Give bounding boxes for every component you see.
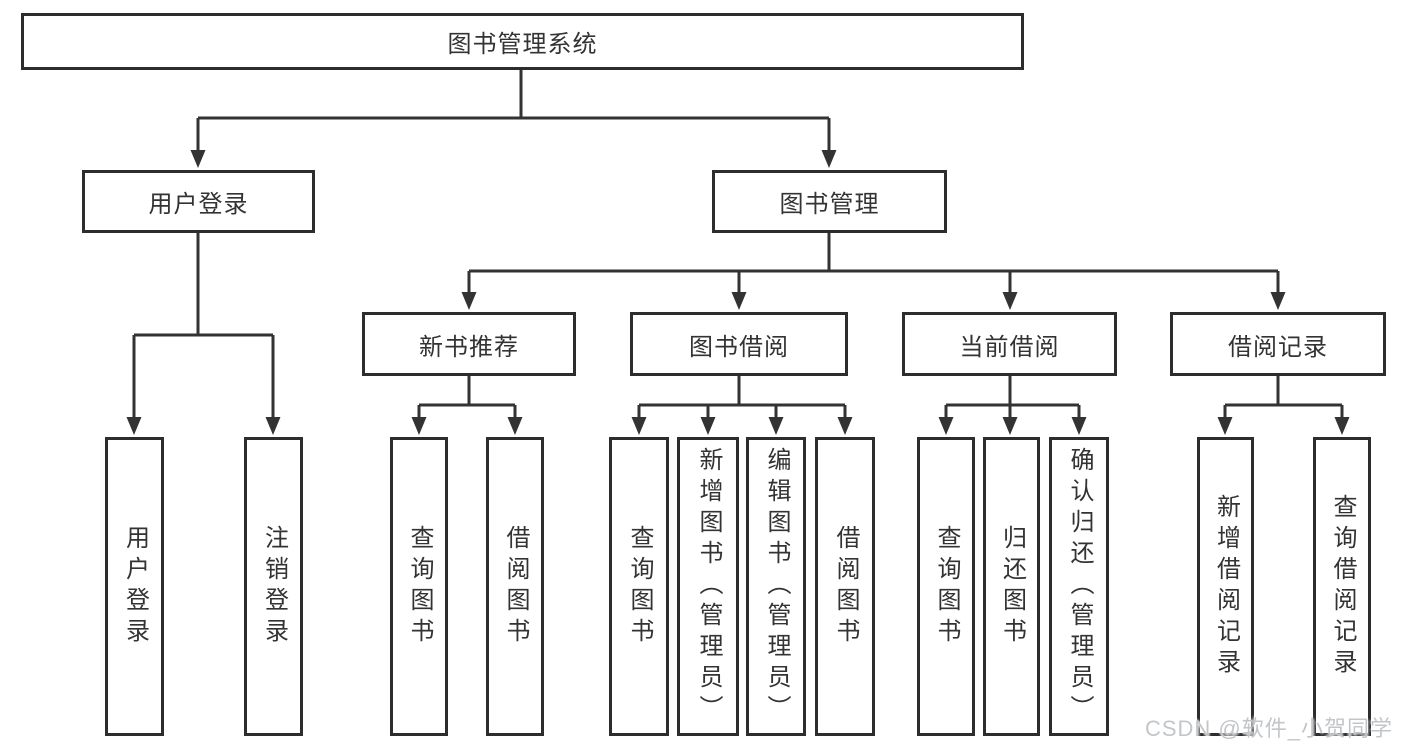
node-root-label: 图书管理系统	[447, 31, 598, 58]
node-book-borrow: 图书借阅	[630, 312, 848, 376]
leaf-query-borrow-record: 查询借阅记录	[1313, 437, 1371, 736]
leaf-return-book-label: 归还图书	[998, 524, 1026, 649]
leaf-query-books-2-label: 查询图书	[626, 524, 653, 649]
node-book-management: 图书管理	[712, 170, 947, 233]
node-new-book-recommend-label: 新书推荐	[419, 333, 519, 361]
leaf-borrow-books-2-label: 借阅图书	[832, 524, 859, 649]
leaf-confirm-return-admin: 确认归还（管理员）	[1049, 437, 1109, 736]
leaf-user-login-label: 用户登录	[121, 524, 149, 649]
leaf-add-book-admin-label: 新增图书（管理员）	[695, 447, 722, 726]
leaf-add-borrow-record-label: 新增借阅记录	[1212, 493, 1240, 680]
leaf-query-borrow-record-label: 查询借阅记录	[1329, 493, 1356, 680]
leaf-logout: 注销登录	[244, 437, 303, 736]
node-book-borrow-label: 图书借阅	[689, 333, 789, 361]
leaf-query-books-1: 查询图书	[390, 437, 448, 736]
node-user-login-label: 用户登录	[148, 191, 249, 218]
leaf-query-books-3-label: 查询图书	[933, 524, 960, 649]
leaf-return-book: 归还图书	[983, 437, 1040, 736]
leaf-add-book-admin: 新增图书（管理员）	[677, 437, 739, 736]
node-new-book-recommend: 新书推荐	[362, 312, 576, 376]
leaf-user-login: 用户登录	[105, 437, 164, 736]
leaf-borrow-books-1-label: 借阅图书	[502, 524, 529, 649]
node-root-library-system: 图书管理系统	[21, 13, 1024, 70]
leaf-borrow-books-2: 借阅图书	[815, 437, 875, 736]
node-user-login: 用户登录	[82, 170, 315, 233]
leaf-add-borrow-record: 新增借阅记录	[1197, 437, 1254, 736]
csdn-watermark: CSDN @软件_小贺同学	[1144, 716, 1393, 741]
node-current-borrow: 当前借阅	[902, 312, 1117, 376]
leaf-edit-book-admin: 编辑图书（管理员）	[746, 437, 806, 736]
leaf-confirm-return-admin-label: 确认归还（管理员）	[1066, 447, 1093, 726]
leaf-logout-label: 注销登录	[260, 524, 288, 649]
leaf-query-books-2: 查询图书	[609, 437, 669, 736]
leaf-query-books-1-label: 查询图书	[406, 524, 433, 649]
leaf-borrow-books-1: 借阅图书	[486, 437, 544, 736]
node-borrow-records-label: 借阅记录	[1228, 333, 1328, 361]
node-book-management-label: 图书管理	[779, 191, 880, 218]
leaf-edit-book-admin-label: 编辑图书（管理员）	[763, 447, 790, 726]
leaf-query-books-3: 查询图书	[917, 437, 975, 736]
node-current-borrow-label: 当前借阅	[959, 333, 1060, 361]
node-borrow-records: 借阅记录	[1170, 312, 1386, 376]
